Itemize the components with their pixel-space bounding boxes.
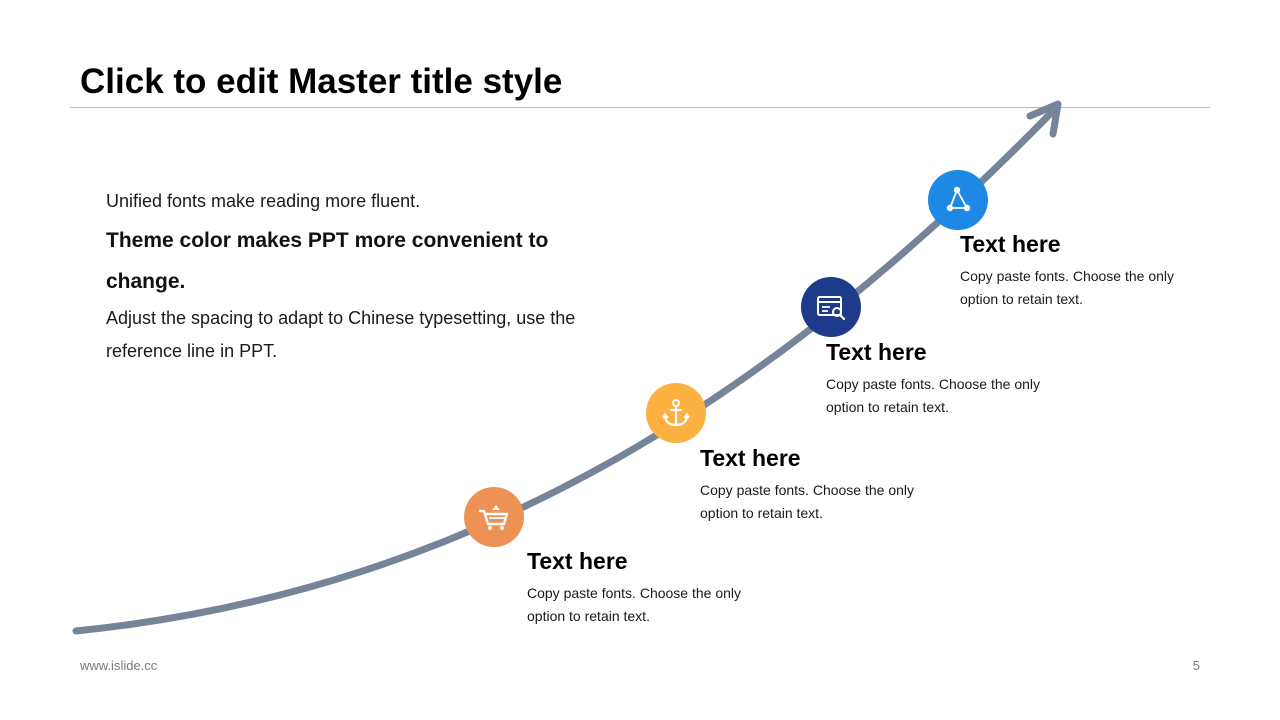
title-divider [70, 107, 1210, 108]
step-3-text[interactable]: Text here Copy paste fonts. Choose the o… [826, 337, 1076, 419]
step-4-description: Copy paste fonts. Choose the only option… [960, 268, 1175, 307]
search-document-icon [817, 296, 846, 321]
step-3-heading: Text here [826, 339, 927, 365]
step-4-text[interactable]: Text here Copy paste fonts. Choose the o… [960, 229, 1210, 311]
intro-line-1: Unified fonts make reading more fluent. [106, 191, 421, 211]
intro-text-block[interactable]: Unified fonts make reading more fluent. … [106, 186, 586, 368]
page-number: 5 [1192, 658, 1200, 673]
arrow-head-icon [1026, 100, 1062, 138]
anchor-icon [662, 399, 690, 427]
step-1-heading: Text here [527, 548, 628, 574]
step-2-marker [646, 383, 706, 443]
step-2-heading: Text here [700, 445, 801, 471]
step-4-marker [928, 170, 988, 230]
shopping-cart-icon [478, 505, 509, 530]
intro-line-3: Adjust the spacing to adapt to Chinese t… [106, 308, 576, 361]
step-1-marker [464, 487, 524, 547]
step-3-marker [801, 277, 861, 337]
slide-title[interactable]: Click to edit Master title style [80, 62, 563, 101]
step-4-heading: Text here [960, 231, 1061, 257]
step-1-description: Copy paste fonts. Choose the only option… [527, 585, 742, 624]
footer-website: www.islide.cc [80, 658, 158, 673]
growth-curve [72, 108, 1056, 635]
step-3-description: Copy paste fonts. Choose the only option… [826, 376, 1041, 415]
intro-line-2: Theme color makes PPT more convenient to… [106, 229, 549, 293]
share-icon [946, 186, 971, 212]
step-2-text[interactable]: Text here Copy paste fonts. Choose the o… [700, 443, 950, 525]
step-1-text[interactable]: Text here Copy paste fonts. Choose the o… [527, 546, 777, 628]
step-2-description: Copy paste fonts. Choose the only option… [700, 482, 915, 521]
